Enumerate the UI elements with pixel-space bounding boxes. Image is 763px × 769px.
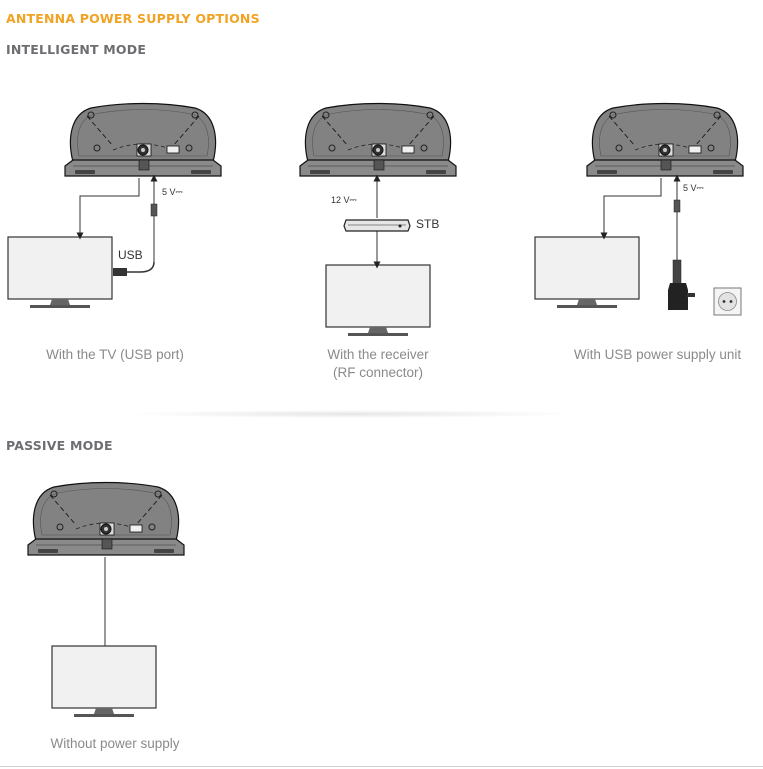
voltage-label-3: 5 V⎓ [683,183,704,193]
usb-plug-3-icon [673,199,681,213]
caption-tv-usb: With the TV (USB port) [46,347,184,362]
antenna-1-icon [64,102,222,177]
antenna-2-icon [299,102,457,177]
usb-plug-icon [150,203,158,217]
page-title: ANTENNA POWER SUPPLY OPTIONS [6,11,260,26]
usb-connector-icon [113,268,127,276]
section-divider [120,410,580,418]
power-adapter-icon [668,283,688,310]
passive-mode-heading: PASSIVE MODE [6,438,113,453]
caption-usb-psu: With USB power supply unit [573,347,742,362]
stb-icon [343,219,411,232]
usb-plug-adapter-icon [672,259,682,285]
usb-cable-1 [118,261,155,273]
bottom-rule [0,766,763,767]
signal-cable-1 [76,178,140,240]
intelligent-mode-heading: INTELLIGENT MODE [6,42,147,57]
caption-no-power: Without power supply [50,736,180,751]
voltage-label-1: 5 V⎓ [162,187,183,197]
stb-label: STB [416,217,440,231]
caption-receiver-line2: (RF connector) [332,365,424,380]
usb-label: USB [118,248,143,262]
tv-1-icon [7,236,113,309]
voltage-label-2: 12 V⎓ [331,195,357,205]
caption-receiver-line1: With the receiver [327,347,429,362]
tv-4-icon [51,645,157,718]
signal-cable-3 [600,178,662,240]
antenna-4-icon [27,481,185,556]
tv-3-icon [534,236,640,309]
antenna-3-icon [586,102,744,177]
tv-2-icon [325,264,431,337]
